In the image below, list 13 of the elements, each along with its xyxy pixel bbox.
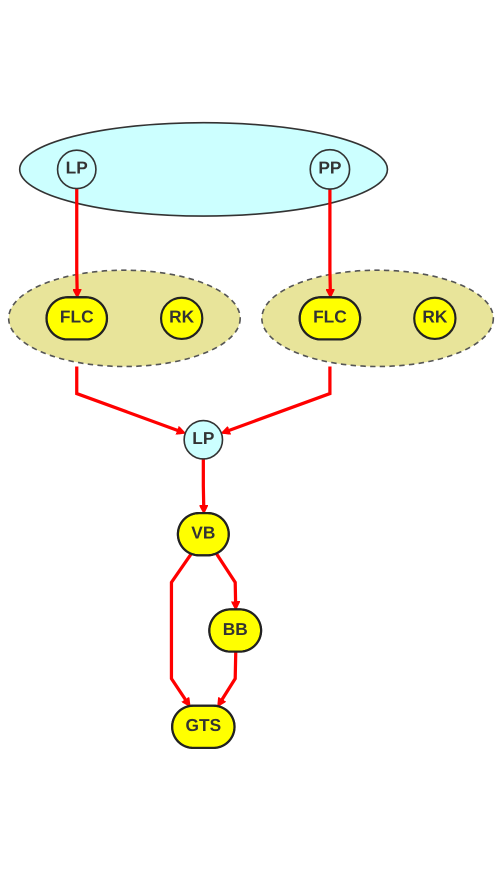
arrow [215, 553, 240, 611]
arrow [326, 189, 336, 298]
arrow [75, 366, 186, 435]
node-circle: RK [160, 296, 204, 340]
arrow [72, 188, 82, 298]
arrow [220, 366, 332, 435]
arrow [198, 459, 208, 514]
node-circle: RK [413, 296, 457, 340]
node-circle: LP [56, 150, 97, 190]
arrow [217, 652, 238, 708]
node-circle: PP [309, 149, 350, 190]
arrow [170, 553, 192, 708]
node-circle: LP [183, 420, 224, 460]
